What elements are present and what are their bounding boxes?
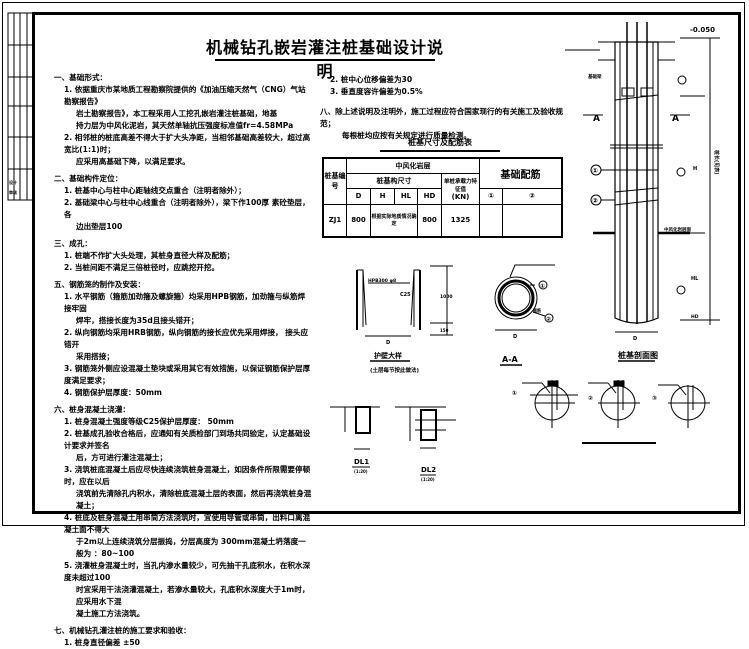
title-block-label: 设计: [9, 179, 17, 185]
sheet-border: [2, 2, 745, 526]
note-item: 3. 浇筑桩底混凝土后应尽快连续浇筑桩身混凝土，如因条件所限需要停顿时，应在以后: [64, 465, 311, 486]
concrete-label: C25: [400, 292, 411, 298]
note-item: 2. 当桩间距不满足三倍桩径时，应跳挖开挖。: [64, 263, 220, 272]
dl1-scale: (1:20): [354, 469, 368, 474]
joint-detail-1: [522, 380, 578, 428]
note-item: 3. 垂直度容许偏差为0.5%: [330, 87, 423, 96]
marker-2: ②: [546, 316, 551, 323]
d-label: D: [386, 340, 390, 346]
section-aa-label: A-A: [502, 355, 519, 364]
note-item: 3. 钢筋笼外侧应设混凝土垫块或采用其它有效措施，以保证钢筋保护层厚度满足要求；: [64, 364, 311, 385]
title-underline: [215, 59, 435, 61]
header-capacity: 单桩承载力特征值(KN): [441, 172, 480, 205]
table-title: 桩基尺寸及配筋表: [380, 137, 500, 152]
stirrup-label: 箍筋: [533, 307, 541, 313]
note-item: 1. 水平钢筋（箍筋加劲箍及螺旋箍）均采用HPB钢筋，加劲箍与纵筋焊接牢固: [64, 292, 306, 313]
retaining-wall-detail: HPB300 φ8 C25 D 1000 150 护壁大样 (土层每节按此做法): [356, 265, 453, 374]
note-continuation: 时宜采用干法浇灌混凝土，若渗水量较大，孔底积水深度大于1m时，应采用水下混: [76, 585, 310, 606]
rebar-label: HPB300 φ8: [368, 278, 396, 284]
height2-label: 150: [440, 328, 449, 333]
note-continuation: 岩土勘察报告》，本工程采用人工挖孔嵌岩灌注桩基础，地基: [76, 109, 278, 118]
note-item: 1. 桩基中心与柱中心距轴线交点重合（注明者除外）；: [64, 186, 246, 195]
cell-rebar-2: [502, 203, 563, 238]
note-heading: 一、基础形式：: [54, 73, 108, 82]
note-continuation: 焊牢，搭接长度为35d且接头错开；: [76, 316, 199, 325]
section-mark-right: A: [672, 114, 679, 124]
elevation-label: -0.050: [690, 26, 715, 34]
pile-section-label: 桩基剖面图: [618, 350, 658, 360]
pile-section-drawing: -0.050 A A ① ② 中风化岩层面 基础梁 D H HL HD 桩长(见…: [565, 22, 720, 362]
note-heading: 三、成孔：: [54, 239, 92, 248]
note-heading: 五、钢筋笼的制作及安装：: [54, 280, 146, 289]
section-aa-drawing: ① ② 箍筋 D A-A: [494, 264, 555, 366]
note-item: 2. 纵向钢筋均采用HRB钢筋，纵向钢筋的接长应优先采用焊接， 接头应错开: [64, 328, 309, 349]
dl2-detail: DL2 (1:20): [395, 406, 456, 482]
note-heading: 七、机械钻孔灌注桩的施工要求和验收：: [54, 626, 191, 635]
section-mark-left: A: [593, 114, 600, 124]
note-item: 2. 基础梁中心与柱中心线重合（注明者除外），梁下作100厚 素砼垫层，各: [64, 198, 310, 219]
note-continuation: 浇筑前先清除孔内积水，清除桩底混凝土层的表面，然后再浇筑桩身混凝土；: [76, 489, 312, 510]
note-continuation: 边出垫层100: [76, 222, 123, 231]
page-title: 机械钻孔嵌岩灌注桩基础设计说明: [205, 38, 444, 81]
pile-length-label: 桩长(见表): [713, 150, 720, 175]
note-item: 2. 相邻桩的桩底高差不得大于扩大头净距，当相邻基础高差较大，超过高宽比(1:1…: [64, 133, 311, 154]
rock-layer-label: 中风化岩层面: [664, 226, 691, 233]
hd-label: HD: [691, 314, 699, 320]
note-continuation: 每根桩均应按有关规定进行质量检测。: [342, 131, 472, 140]
note-continuation: 于2m以上连续浇筑分层振捣，分层高度为 300mm混凝土坍落度一般为 ：80~1…: [76, 537, 306, 558]
note-item: 2. 桩中心位移偏差为30: [330, 75, 413, 84]
hl-label: HL: [691, 276, 699, 282]
note-item: 1. 桩身混凝土强度等级C25保护层厚度： 50mm: [64, 417, 234, 426]
note-item: 2. 桩基成孔验收合格后，应通知有关质检部门到场共同验定，认定基础设计要求并签名: [64, 429, 311, 450]
table-row: ZJ1 800 根据实际地质情况确定 800 1325: [322, 203, 563, 238]
note-continuation: 凝土施工方法浇筑。: [76, 609, 145, 618]
cell-id: ZJ1: [322, 203, 347, 238]
note-heading: 六、桩身混凝土浇灌：: [54, 405, 130, 414]
retaining-wall-sublabel: (土层每节按此做法): [370, 366, 420, 374]
note-item: 5. 浇灌桩身混凝土时，当孔内渗水量较少，可先抽干孔底积水，在积水深度未超过10…: [64, 561, 311, 582]
note-heading: 八、除上述说明及注明外，施工过程应符合国家现行的有关施工及验收规范；: [320, 107, 563, 128]
drawings: 设计 审核 -0.050 A A ① ② 中风化岩层面: [7, 12, 720, 482]
note-continuation: 采用搭接；: [76, 352, 114, 361]
cell-rebar-1: [479, 203, 503, 238]
note-item: 4. 钢筋保护层厚度：50mm: [64, 388, 162, 397]
joint-detail-3: [658, 384, 710, 428]
note-continuation: 后，方可进行灌注混凝土；: [76, 453, 168, 462]
header-rebar: 基础配筋: [479, 157, 563, 189]
note-continuation: 应采用高基础下降，以满足要求。: [76, 157, 190, 166]
title-block: 设计 审核: [7, 12, 34, 201]
note-heading: 二、基础构件定位：: [54, 174, 123, 183]
d-label: D: [633, 336, 637, 342]
marker-2: ②: [592, 197, 598, 205]
d-label: D: [513, 334, 517, 340]
joint-label: ③: [652, 395, 657, 402]
dl1-detail: DL1 (1:20): [330, 406, 380, 474]
pile-table: 桩基编号 中风化岩层 基础配筋 桩基构尺寸 单桩承载力特征值(KN) D H H…: [322, 157, 563, 238]
beam-label: 基础梁: [588, 73, 602, 80]
h-label: H: [693, 166, 697, 172]
note-item: 1. 桩身直径偏差 ±50: [64, 638, 140, 647]
drawing-frame: [32, 12, 741, 514]
dl2-label: DL2: [421, 466, 436, 474]
marker-1: ①: [540, 283, 545, 290]
joint-label: ②: [588, 395, 593, 402]
right-notes: 2. 桩中心位移偏差为30 3. 垂直度容许偏差为0.5% 八、除上述说明及注明…: [320, 74, 570, 142]
joint-details: ① ② ③: [512, 380, 710, 444]
marker-1: ①: [592, 167, 598, 175]
joint-label: ①: [512, 390, 517, 397]
title-block-label: 审核: [9, 189, 17, 195]
retaining-wall-label: 护壁大样: [374, 351, 402, 360]
joint-detail-2: [588, 380, 640, 428]
note-continuation: 持力层为中风化泥岩，其天然单轴抗压强度标准值fr=4.58MPa: [76, 121, 294, 130]
dl1-label: DL1: [354, 458, 369, 466]
height-label: 1000: [440, 294, 453, 300]
header-hd: HD: [417, 187, 442, 205]
note-item: 1. 依据重庆市某地质工程勘察院提供的《加油压缩天然气（CNG）气站勘察报告》: [64, 85, 306, 106]
note-item: 1. 桩端不作扩大头处理，其桩身直径大样及配筋；: [64, 251, 235, 260]
dl2-scale: (1:20): [421, 477, 435, 482]
